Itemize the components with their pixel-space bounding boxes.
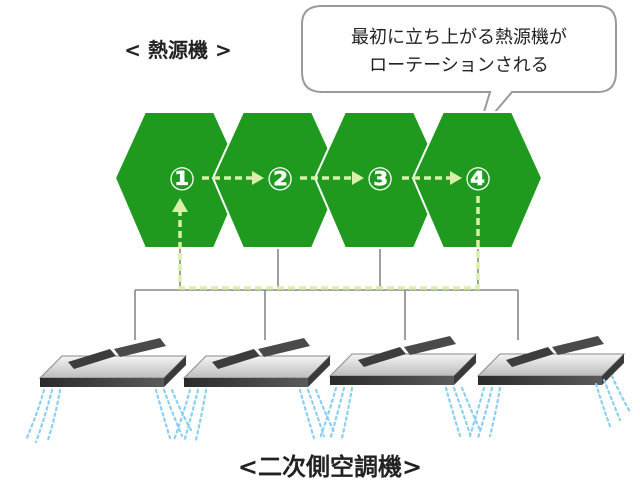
indoor-unit-3 (328, 336, 478, 385)
airflow-unit-3 (318, 386, 482, 442)
arrowhead-to-2 (252, 171, 264, 185)
indoor-units (38, 336, 626, 387)
callout-line-1: 最初に立ち上がる熱源機が (351, 27, 567, 48)
rotation-arrows (172, 171, 480, 290)
indoor-unit-2 (182, 338, 332, 387)
rotation-return-path (178, 196, 480, 290)
arrowhead-to-3 (352, 171, 364, 185)
indoor-unit-4 (476, 336, 626, 385)
airflow-unit-2 (172, 388, 336, 444)
heat-source-units (113, 111, 544, 249)
unit-number-4: ④ (464, 160, 491, 198)
unit-number-2: ② (266, 160, 293, 198)
callout-bubble: 最初に立ち上がる熱源機が ローテーションされる (301, 5, 617, 133)
callout-line-2: ローテーションされる (369, 55, 549, 76)
heat-source-unit-1 (113, 111, 246, 249)
arrowhead-to-4 (450, 171, 462, 185)
indoor-units-label: <二次側空調機> (238, 453, 422, 481)
unit-number-1: ① (168, 160, 195, 198)
airflow-unit-4 (468, 374, 632, 440)
arrowhead-to-1 (172, 198, 188, 212)
pipe-network (134, 245, 519, 340)
heat-source-label: < 熱源機 > (124, 38, 231, 62)
indoor-unit-1 (38, 338, 188, 387)
airflow-streams (24, 374, 632, 444)
unit-number-3: ③ (366, 160, 393, 198)
airflow-unit-1 (24, 388, 194, 444)
